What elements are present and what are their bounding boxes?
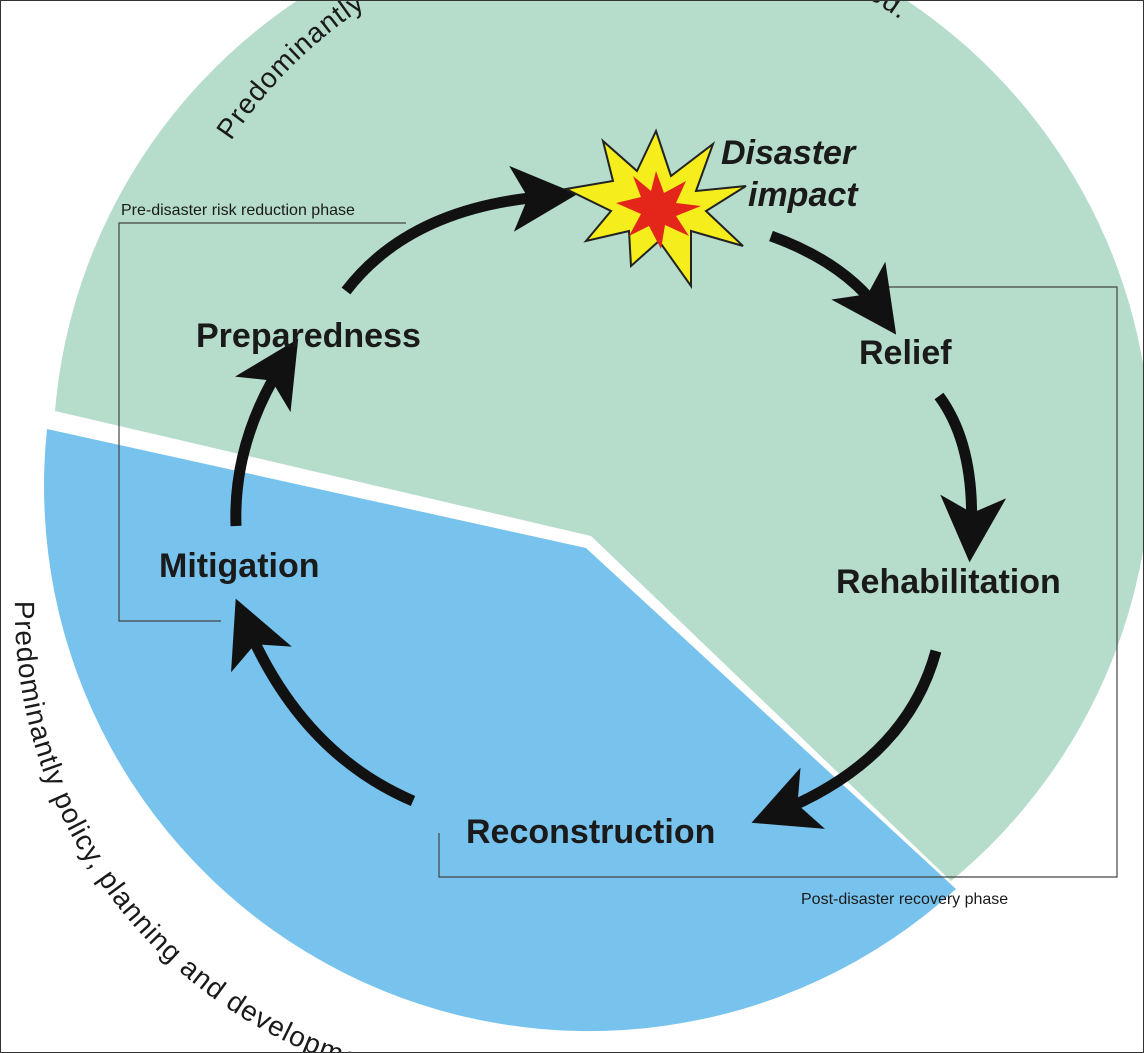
emergency-services-region xyxy=(55,1,1143,881)
development-region xyxy=(44,429,956,1032)
explosion-icon xyxy=(562,128,747,290)
stage-preparedness: Preparedness xyxy=(196,317,421,355)
post-disaster-phase-label: Post-disaster recovery phase xyxy=(801,891,1008,908)
stage-reconstruction: Reconstruction xyxy=(466,813,715,851)
disaster-impact-label-line2: impact xyxy=(748,176,859,214)
arrow-relief-to-rehabilitation xyxy=(934,392,1007,563)
arrow-preparedness-to-impact xyxy=(341,165,578,295)
stage-rehabilitation: Rehabilitation xyxy=(836,563,1061,601)
arrow-mitigation-to-preparedness xyxy=(230,338,299,527)
arrow-reconstruction-to-mitigation xyxy=(231,598,416,807)
disaster-impact-label-line1: Disaster xyxy=(721,134,857,172)
stage-relief: Relief xyxy=(859,334,952,372)
arrow-impact-to-relief xyxy=(769,230,897,335)
stage-mitigation: Mitigation xyxy=(159,547,320,585)
arrow-rehabilitation-to-reconstruction xyxy=(751,649,942,829)
pre-disaster-phase-bracket xyxy=(118,222,406,622)
post-disaster-phase-bracket xyxy=(438,286,1118,878)
pre-disaster-phase-label: Pre-disaster risk reduction phase xyxy=(121,202,355,219)
